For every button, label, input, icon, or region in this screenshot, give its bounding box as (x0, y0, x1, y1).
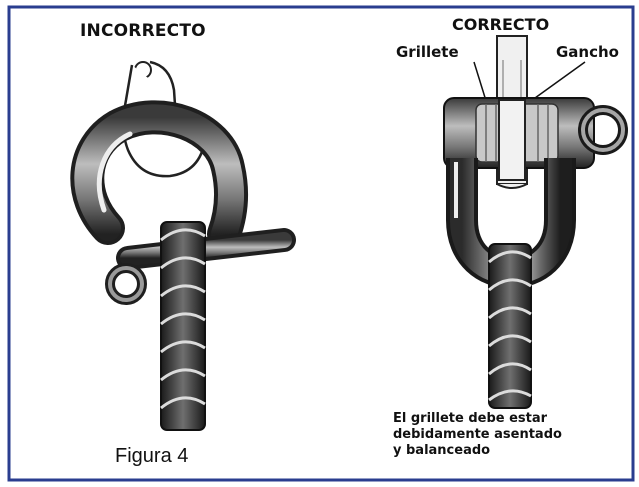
correct-rigging (444, 36, 623, 408)
shackle-callout-label: Grillete (396, 45, 459, 60)
figure-caption: Figura 4 (115, 446, 188, 466)
correct-heading: CORRECTO (452, 17, 549, 33)
hook-callout-label: Gancho (556, 45, 619, 60)
shackle-pin-correct (444, 98, 623, 168)
incorrect-heading: INCORRECTO (80, 23, 206, 40)
correct-usage-note: El grillete debe estar debidamente asent… (393, 411, 562, 459)
rope-correct (489, 244, 531, 408)
hook-seat (499, 100, 525, 180)
rope-incorrect (161, 222, 205, 430)
incorrect-rigging (87, 62, 284, 430)
